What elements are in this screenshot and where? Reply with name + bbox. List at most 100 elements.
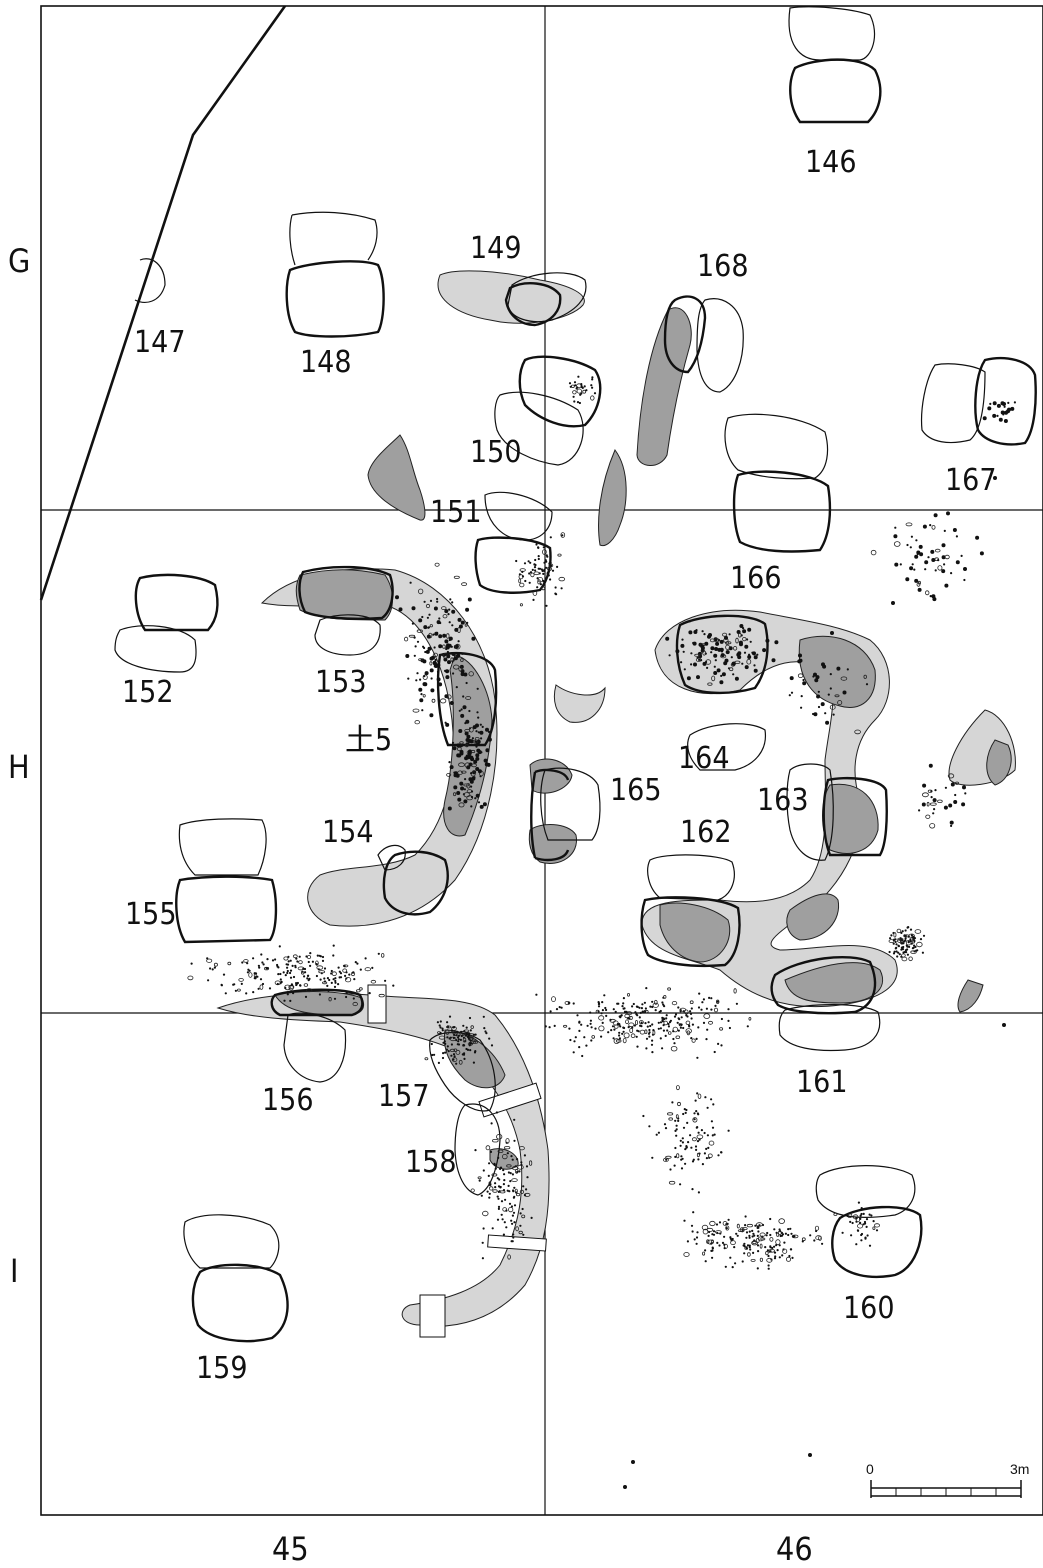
artifact-dot xyxy=(295,983,298,987)
ditch-south-dark-a xyxy=(274,991,365,1016)
artifact-fragment xyxy=(515,1226,519,1232)
artifact-dot xyxy=(774,1255,777,1258)
artifact-fragment xyxy=(441,606,447,610)
artifact-fragment xyxy=(666,1112,674,1116)
artifact-fragment xyxy=(707,682,713,686)
artifact-dot xyxy=(479,730,484,735)
artifact-dot xyxy=(666,1029,669,1032)
pit-167-outline xyxy=(920,363,986,444)
artifact-fragment xyxy=(422,694,426,698)
artifact-dot xyxy=(618,1023,621,1026)
artifact-dot xyxy=(518,1170,521,1173)
artifact-fragment xyxy=(519,1189,525,1195)
artifact-dot xyxy=(572,1002,575,1005)
artifact-dot xyxy=(798,653,802,658)
artifact-dot xyxy=(600,1012,603,1015)
artifact-dot xyxy=(246,962,249,965)
artifact-fragment xyxy=(446,1025,452,1029)
artifact-dot xyxy=(748,1244,751,1247)
artifact-dot xyxy=(824,712,827,715)
artifact-dot xyxy=(337,966,340,969)
artifact-dot xyxy=(547,574,550,577)
artifact-dot xyxy=(941,555,946,560)
artifact-dot xyxy=(697,1026,700,1029)
artifact-fragment xyxy=(598,1015,605,1021)
artifact-dot xyxy=(519,1212,522,1215)
artifact-dot xyxy=(963,578,966,582)
artifact-fragment xyxy=(381,953,385,958)
artifact-fragment xyxy=(547,566,553,571)
artifact-dot xyxy=(657,1131,661,1134)
artifact-fragment xyxy=(748,1016,752,1021)
artifact-dot xyxy=(477,731,480,734)
artifact-fragment xyxy=(757,1236,764,1242)
artifact-dot xyxy=(452,672,455,675)
artifact-dot xyxy=(773,1251,777,1254)
artifact-dot xyxy=(472,1033,475,1036)
artifact-dot xyxy=(474,1033,477,1036)
artifact-dot xyxy=(631,1460,635,1464)
artifact-dot xyxy=(456,1036,460,1039)
artifact-dot xyxy=(411,606,416,611)
artifact-dot xyxy=(497,1197,500,1200)
artifact-fragment xyxy=(663,1020,668,1026)
artifact-dot xyxy=(334,981,337,984)
artifact-dot xyxy=(792,1235,795,1238)
artifact-dot xyxy=(460,620,465,625)
artifact-fragment xyxy=(707,1153,713,1159)
artifact-dot xyxy=(934,569,937,572)
artifact-dot xyxy=(752,1232,755,1235)
artifact-dot xyxy=(466,734,471,739)
artifact-fragment xyxy=(451,1057,458,1063)
artifact-dot xyxy=(474,797,477,800)
artifact-dot xyxy=(745,1231,749,1234)
artifact-dot xyxy=(713,1050,716,1054)
artifact-dot xyxy=(859,1217,862,1220)
artifact-fragment xyxy=(485,1145,491,1151)
artifact-dot xyxy=(802,681,807,686)
artifact-fragment xyxy=(684,1009,689,1015)
artifact-dot xyxy=(681,1141,685,1144)
artifact-fragment xyxy=(760,1237,766,1241)
artifact-dot xyxy=(611,1025,615,1028)
artifact-dot xyxy=(685,1146,688,1149)
artifact-dot xyxy=(661,1047,664,1050)
artifact-dot xyxy=(651,1000,654,1003)
artifact-dot xyxy=(306,974,310,978)
artifact-dot xyxy=(949,820,954,825)
artifact-dot xyxy=(917,587,922,592)
artifact-dot xyxy=(513,1186,516,1189)
artifact-dot xyxy=(479,723,482,726)
artifact-dot xyxy=(674,1146,677,1150)
artifact-dot xyxy=(207,979,210,982)
artifact-dot xyxy=(686,1240,690,1243)
artifact-dot xyxy=(451,741,455,744)
artifact-dot xyxy=(591,376,594,379)
artifact-dot xyxy=(487,737,492,742)
artifact-dot xyxy=(695,1148,698,1151)
artifact-fragment xyxy=(463,783,470,787)
artifact-fragment xyxy=(777,1230,782,1236)
artifact-dot xyxy=(444,653,447,656)
artifact-fragment xyxy=(926,801,930,807)
artifact-dot xyxy=(572,1051,575,1054)
artifact-dot xyxy=(773,1245,776,1248)
artifact-dot xyxy=(294,964,297,967)
ring-ditch-west xyxy=(260,568,498,927)
artifact-dot xyxy=(731,1266,734,1269)
artifact-dot xyxy=(589,1022,592,1025)
artifact-dot xyxy=(769,1217,772,1221)
artifact-dot xyxy=(648,1028,651,1032)
scale-bar: 0 3m xyxy=(866,1461,1029,1498)
artifact-dot xyxy=(644,1022,647,1025)
artifact-dot xyxy=(724,1265,727,1268)
artifact-fragment xyxy=(470,1025,474,1029)
artifact-dot xyxy=(953,800,958,804)
artifact-dot xyxy=(296,960,299,963)
artifact-dot xyxy=(466,1035,469,1038)
pit-146-bold xyxy=(789,58,882,124)
artifact-fragment xyxy=(768,1249,775,1253)
artifact-dot xyxy=(463,799,468,804)
artifact-dot xyxy=(702,1021,706,1024)
artifact-dot xyxy=(494,1182,497,1185)
